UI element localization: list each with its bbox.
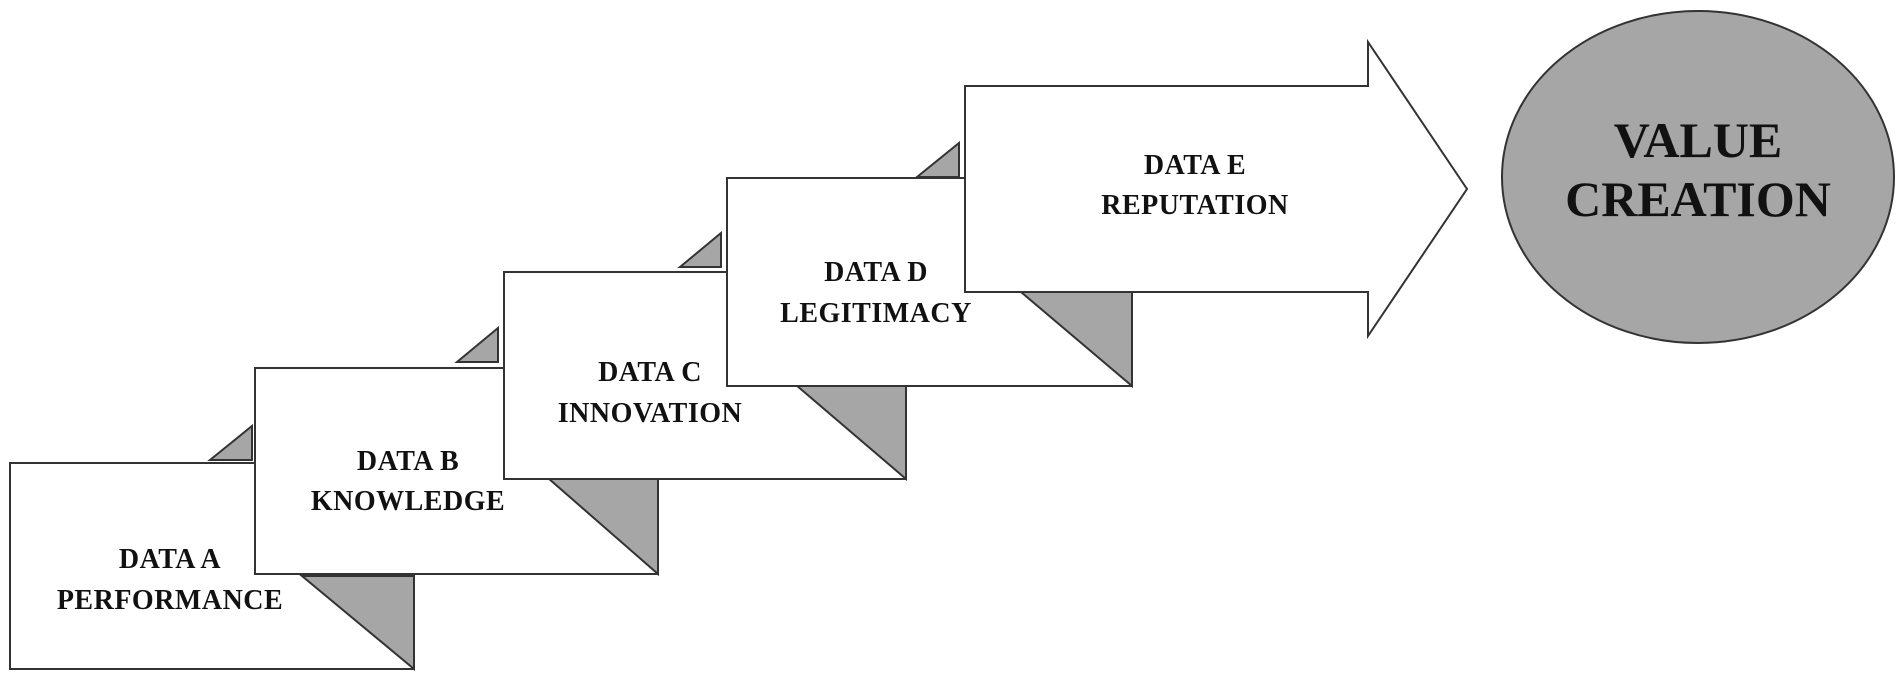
step-c-tab [677,230,722,268]
value-creation-outcome: VALUE CREATION [1501,10,1895,344]
step-a-label-line2: PERFORMANCE [57,585,283,616]
step-d-label-line1: DATA D [824,257,928,288]
step-data-e-arrow: DATA E REPUTATION [964,38,1469,340]
step-a-tab [207,423,253,461]
step-a-fold [299,575,415,672]
step-d-label-line2: LEGITIMACY [780,298,972,329]
step-b-label-line2: KNOWLEDGE [311,486,505,517]
step-b-tab [454,325,499,363]
value-creation-line2: CREATION [1565,171,1831,227]
arrow-label-line1: DATA E [1144,150,1246,181]
step-b-label-line1: DATA B [357,446,459,477]
arrow-shape [964,38,1469,340]
value-creation-oval [1501,10,1895,344]
step-c-label-line2: INNOVATION [558,398,742,429]
arrow-label-line2: REPUTATION [1101,190,1289,221]
step-c-label-line1: DATA C [598,357,702,388]
value-creation-line1: VALUE [1614,112,1783,168]
step-d-tab [914,140,960,178]
step-a-label-line1: DATA A [119,544,222,575]
